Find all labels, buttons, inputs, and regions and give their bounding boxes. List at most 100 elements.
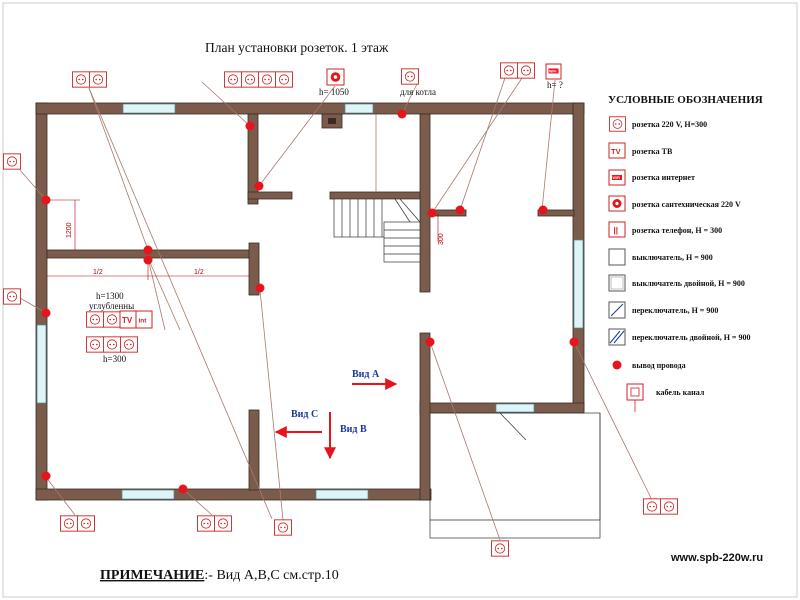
wire-outlet-icon xyxy=(41,308,51,318)
socket-220-icon xyxy=(120,336,138,353)
dimension-lines xyxy=(47,199,439,280)
socket-220-icon xyxy=(401,68,419,85)
internet-socket-icon: WiFi xyxy=(545,63,562,80)
dimension-300: 300 xyxy=(438,233,445,245)
cable-channel-icon xyxy=(626,383,644,412)
phone-socket-icon: || xyxy=(608,221,626,238)
switch-icon xyxy=(608,248,626,266)
socket-220-icon xyxy=(517,62,535,79)
socket-220-icon xyxy=(274,519,292,536)
legend: УСЛОВНЫЕ ОБОЗНАЧЕНИЯ розетка 220 V, H=30… xyxy=(608,94,763,412)
window-top-left xyxy=(122,103,176,114)
socket-220-icon xyxy=(491,540,509,557)
window-bottom-left xyxy=(121,489,175,500)
window-left xyxy=(36,324,47,404)
wall-stair-landing xyxy=(329,191,421,200)
wire-outlet-icon xyxy=(612,360,622,370)
note-text: :- Вид А,В,С см.стр.10 xyxy=(204,568,338,583)
leader-lines xyxy=(19,77,653,541)
socket-220-icon xyxy=(609,116,626,132)
legend-item-socket-220: розетка 220 V, H=300 xyxy=(632,120,707,129)
double-switch-icon xyxy=(608,274,626,292)
window-bottom-right xyxy=(315,489,369,500)
window-right xyxy=(573,239,584,329)
wire-outlets xyxy=(41,109,579,494)
wire-outlet-icon xyxy=(538,205,548,215)
dimension-1200: 1200 xyxy=(66,222,73,238)
tv-socket-icon: TV xyxy=(119,310,137,329)
porch xyxy=(429,412,601,539)
legend-phone-glyph: || xyxy=(614,226,618,235)
wire-outlet-icon xyxy=(41,471,51,481)
legend-item-phone: розетка телефон, H = 300 xyxy=(632,226,722,235)
view-c-label: Вид С xyxy=(291,409,318,420)
socket-220-icon xyxy=(3,153,21,170)
wire-outlet-icon xyxy=(397,109,407,119)
socket-220-icon xyxy=(241,71,259,88)
label-boiler: для котла xyxy=(400,87,436,97)
dimension-half-right: 1/2 xyxy=(194,269,204,276)
internet-socket-icon: int xyxy=(135,310,153,329)
label-h1050: h= 1050 xyxy=(319,87,349,97)
socket-220-icon xyxy=(275,71,293,88)
wall-left xyxy=(35,102,48,501)
socket-220-icon xyxy=(214,515,232,532)
plumbing-socket-icon xyxy=(608,195,626,212)
chimney-flue xyxy=(328,118,336,124)
wire-outlet-icon xyxy=(178,484,188,494)
wire-outlet-icon xyxy=(255,283,265,293)
legend-internet-glyph: WiFi xyxy=(613,176,621,180)
legend-item-internet: розетка интернет xyxy=(632,173,695,182)
plumbing-socket-icon xyxy=(326,68,345,86)
window-porch xyxy=(495,403,535,413)
socket-220-icon xyxy=(103,311,121,328)
int-glyph: int xyxy=(139,318,148,325)
wire-outlet-icon xyxy=(41,195,51,205)
wire-outlet-icon xyxy=(455,205,465,215)
label-h-unknown: h= ? xyxy=(547,80,563,90)
socket-220-icon xyxy=(500,62,518,79)
legend-item-cable-channel: кабель канал xyxy=(656,388,705,397)
legend-item-tv: розетка ТВ xyxy=(632,147,673,156)
note-label: ПРИМЕЧАНИЕ xyxy=(100,568,204,583)
label-recessed: углубленны xyxy=(89,301,134,311)
socket-220-icon xyxy=(60,515,78,532)
legend-item-pass-switch: переключатель, H = 900 xyxy=(632,306,718,315)
legend-tv-glyph: TV xyxy=(611,147,621,156)
legend-item-double-pass-switch: переключатель двойной, H = 900 xyxy=(632,333,751,342)
label-h300: h=300 xyxy=(103,354,127,364)
wall-door-post xyxy=(248,242,260,296)
legend-title: УСЛОВНЫЕ ОБОЗНАЧЕНИЯ xyxy=(608,94,763,106)
wall-stair-right xyxy=(419,113,431,293)
socket-220-icon xyxy=(86,336,104,353)
internet-socket-icon: WiFi xyxy=(608,169,626,186)
wire-outlet-icon xyxy=(245,121,255,131)
double-pass-switch-icon xyxy=(608,328,626,346)
legend-item-plumbing: розетка сантехническая 220 V xyxy=(632,200,741,209)
tv-glyph: TV xyxy=(122,316,133,325)
dimension-half-left: 1/2 xyxy=(93,269,103,276)
socket-220-icon xyxy=(72,71,90,88)
pass-switch-icon xyxy=(608,301,626,319)
wall-right-stub xyxy=(537,209,575,217)
socket-220-icon xyxy=(103,336,121,353)
socket-220-icon xyxy=(643,498,661,515)
wire-outlet-icon xyxy=(143,255,153,265)
socket-220-icon xyxy=(77,515,95,532)
wire-outlet-icon xyxy=(143,245,153,255)
view-arrows xyxy=(274,378,398,460)
wall-inner-stub xyxy=(247,191,293,200)
wall-hall-right xyxy=(419,332,431,501)
label-h1300: h=1300 xyxy=(96,291,124,301)
socket-220-icon xyxy=(660,498,678,515)
note-line: ПРИМЕЧАНИЕ:- Вид А,В,С см.стр.10 xyxy=(100,568,339,583)
website-link[interactable]: www.spb-220w.ru xyxy=(670,552,763,564)
page-title: План установки розеток. 1 этаж xyxy=(205,40,389,55)
socket-220-icon xyxy=(197,515,215,532)
socket-220-icon xyxy=(224,71,242,88)
window-top-mid xyxy=(344,103,374,114)
socket-220-icon xyxy=(258,71,276,88)
tv-socket-icon: TV xyxy=(608,142,626,159)
